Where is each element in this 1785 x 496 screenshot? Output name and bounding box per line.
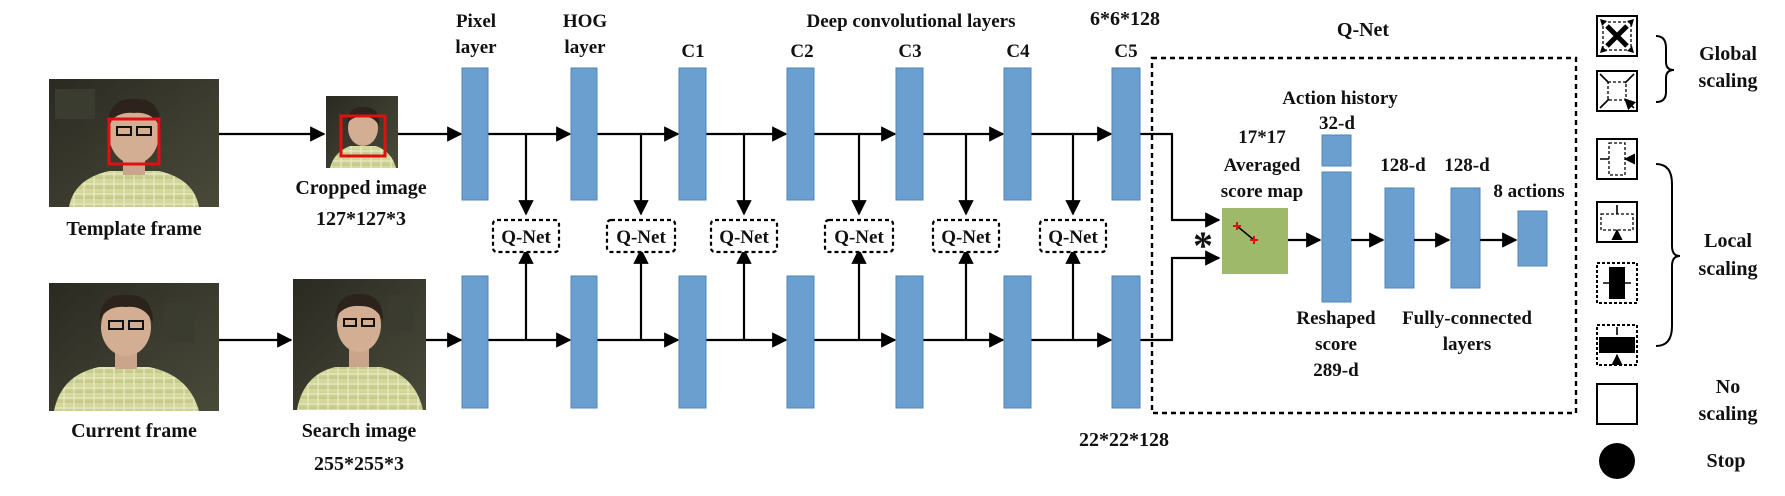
- output-actions-label: 8 actions: [1493, 181, 1564, 202]
- top-branch-wires: [219, 126, 1221, 228]
- c1-layer-bottom: [678, 275, 707, 409]
- c4-layer-bottom: [1003, 275, 1032, 409]
- qnet-box-label: Q-Net: [616, 227, 666, 248]
- reshaped-score-bar: [1321, 171, 1352, 303]
- fc1-bar: [1384, 187, 1415, 289]
- template-frame-image: [49, 79, 219, 207]
- qnet-box-label: Q-Net: [501, 227, 551, 248]
- fc2-bar: [1450, 187, 1481, 289]
- global-scale-up-icon: [1596, 15, 1638, 57]
- qnet-panel-title: Q-Net: [1337, 19, 1390, 41]
- c5-layer-top: [1111, 67, 1141, 201]
- template-frame-label: Template frame: [66, 218, 201, 240]
- qnet-box-c2: Q-Net: [823, 218, 895, 254]
- legend-global-label-1: Global: [1699, 43, 1757, 65]
- top-branch-layers: [461, 67, 1141, 201]
- c1-layer-top: [678, 67, 707, 201]
- c2-layer-bottom: [786, 275, 815, 409]
- bottom-branch-wires: [219, 250, 1221, 348]
- qnet-box-hog: Q-Net: [605, 218, 677, 254]
- action-history-dim-label: 32-d: [1319, 113, 1355, 134]
- score-map-marker-2: [1250, 236, 1258, 244]
- score-map-title-1: Averaged: [1224, 155, 1301, 176]
- reshaped-label-3: 289-d: [1313, 360, 1359, 381]
- output-bar: [1517, 210, 1548, 267]
- search-image: [293, 279, 426, 410]
- pixel-layer-bottom: [461, 275, 489, 409]
- c5-bottom-size-label: 22*22*128: [1079, 429, 1169, 451]
- c3-label: C3: [898, 41, 921, 62]
- hog-layer-bottom: [570, 275, 598, 409]
- search-image-label: Search image: [302, 420, 417, 442]
- qnet-box-label: Q-Net: [1048, 227, 1098, 248]
- template-face-box: [107, 117, 161, 166]
- stop-icon: [1599, 443, 1635, 479]
- global-scale-down-icon: [1596, 70, 1638, 112]
- c5-label: C5: [1114, 41, 1137, 62]
- reshaped-label-1: Reshaped: [1296, 308, 1376, 329]
- legend-global-label-2: scaling: [1699, 70, 1758, 92]
- current-frame-image: [49, 283, 219, 411]
- fc-caption-1: Fully-connected: [1402, 308, 1532, 329]
- qnet-box-label: Q-Net: [941, 227, 991, 248]
- qnet-box-pixel: Q-Net: [491, 218, 561, 254]
- hog-layer-label-1: HOG: [563, 11, 608, 32]
- qnet-box-label: Q-Net: [834, 227, 884, 248]
- c3-layer-top: [895, 67, 924, 201]
- fc1-dim-label: 128-d: [1380, 155, 1426, 176]
- score-map-trace: [1236, 225, 1255, 241]
- no-scaling-icon: [1596, 383, 1638, 425]
- bottom-branch-layers: [461, 275, 1141, 409]
- current-frame-label: Current frame: [71, 420, 197, 442]
- local-brace-icon: [1655, 163, 1681, 347]
- c1-label: C1: [681, 41, 704, 62]
- reshaped-label-2: score: [1315, 334, 1357, 355]
- cropped-face-box: [339, 114, 387, 158]
- score-map: [1222, 208, 1288, 274]
- score-map-marker-1: [1233, 222, 1241, 230]
- pixel-layer-label-2: layer: [455, 37, 497, 58]
- legend-none-label-1: No: [1716, 376, 1740, 398]
- legend-local-label-1: Local: [1704, 230, 1752, 252]
- cropped-size-label: 127*127*3: [316, 208, 406, 230]
- hog-layer-label-2: layer: [564, 37, 606, 58]
- hog-layer-top: [570, 67, 598, 201]
- c4-layer-top: [1003, 67, 1032, 201]
- c3-layer-bottom: [895, 275, 924, 409]
- qnet-box-c4: Q-Net: [1038, 218, 1108, 254]
- search-size-label: 255*255*3: [314, 453, 404, 475]
- score-map-dim-label: 17*17: [1238, 127, 1286, 148]
- cropped-image: [326, 96, 398, 168]
- qnet-panel-border: [1150, 56, 1578, 415]
- local-scale-shrink-horizontal-icon: [1596, 138, 1638, 180]
- legend-none-label-2: scaling: [1699, 403, 1758, 425]
- c5-top-size-label: 6*6*128: [1090, 8, 1160, 30]
- fc2-dim-label: 128-d: [1444, 155, 1490, 176]
- local-scale-shrink-vertical-icon: [1596, 201, 1638, 243]
- global-brace-icon: [1655, 35, 1675, 103]
- c4-label: C4: [1006, 41, 1030, 62]
- qnet-box-c3: Q-Net: [931, 218, 1001, 254]
- legend-stop-label: Stop: [1707, 450, 1746, 472]
- legend-local-label-2: scaling: [1699, 258, 1758, 280]
- action-history-label: Action history: [1282, 88, 1398, 109]
- deep-conv-title: Deep convolutional layers: [807, 11, 1016, 32]
- pixel-layer-label-1: Pixel: [456, 11, 496, 32]
- qnet-box-c1: Q-Net: [709, 218, 779, 254]
- c2-label: C2: [790, 41, 813, 62]
- fc-caption-2: layers: [1443, 334, 1492, 355]
- c5-layer-bottom: [1111, 275, 1141, 409]
- cropped-image-label: Cropped image: [295, 177, 426, 199]
- c2-layer-top: [786, 67, 815, 201]
- pixel-layer-top: [461, 67, 489, 201]
- local-scale-stretch-vertical-icon: [1596, 262, 1638, 304]
- local-scale-stretch-horizontal-icon: [1596, 324, 1638, 365]
- qnet-box-label: Q-Net: [719, 227, 769, 248]
- score-map-title-2: score map: [1221, 181, 1304, 202]
- qnet-tap-wires: [518, 134, 1081, 340]
- correlation-symbol: *: [1193, 223, 1213, 268]
- action-history-bar: [1321, 134, 1352, 167]
